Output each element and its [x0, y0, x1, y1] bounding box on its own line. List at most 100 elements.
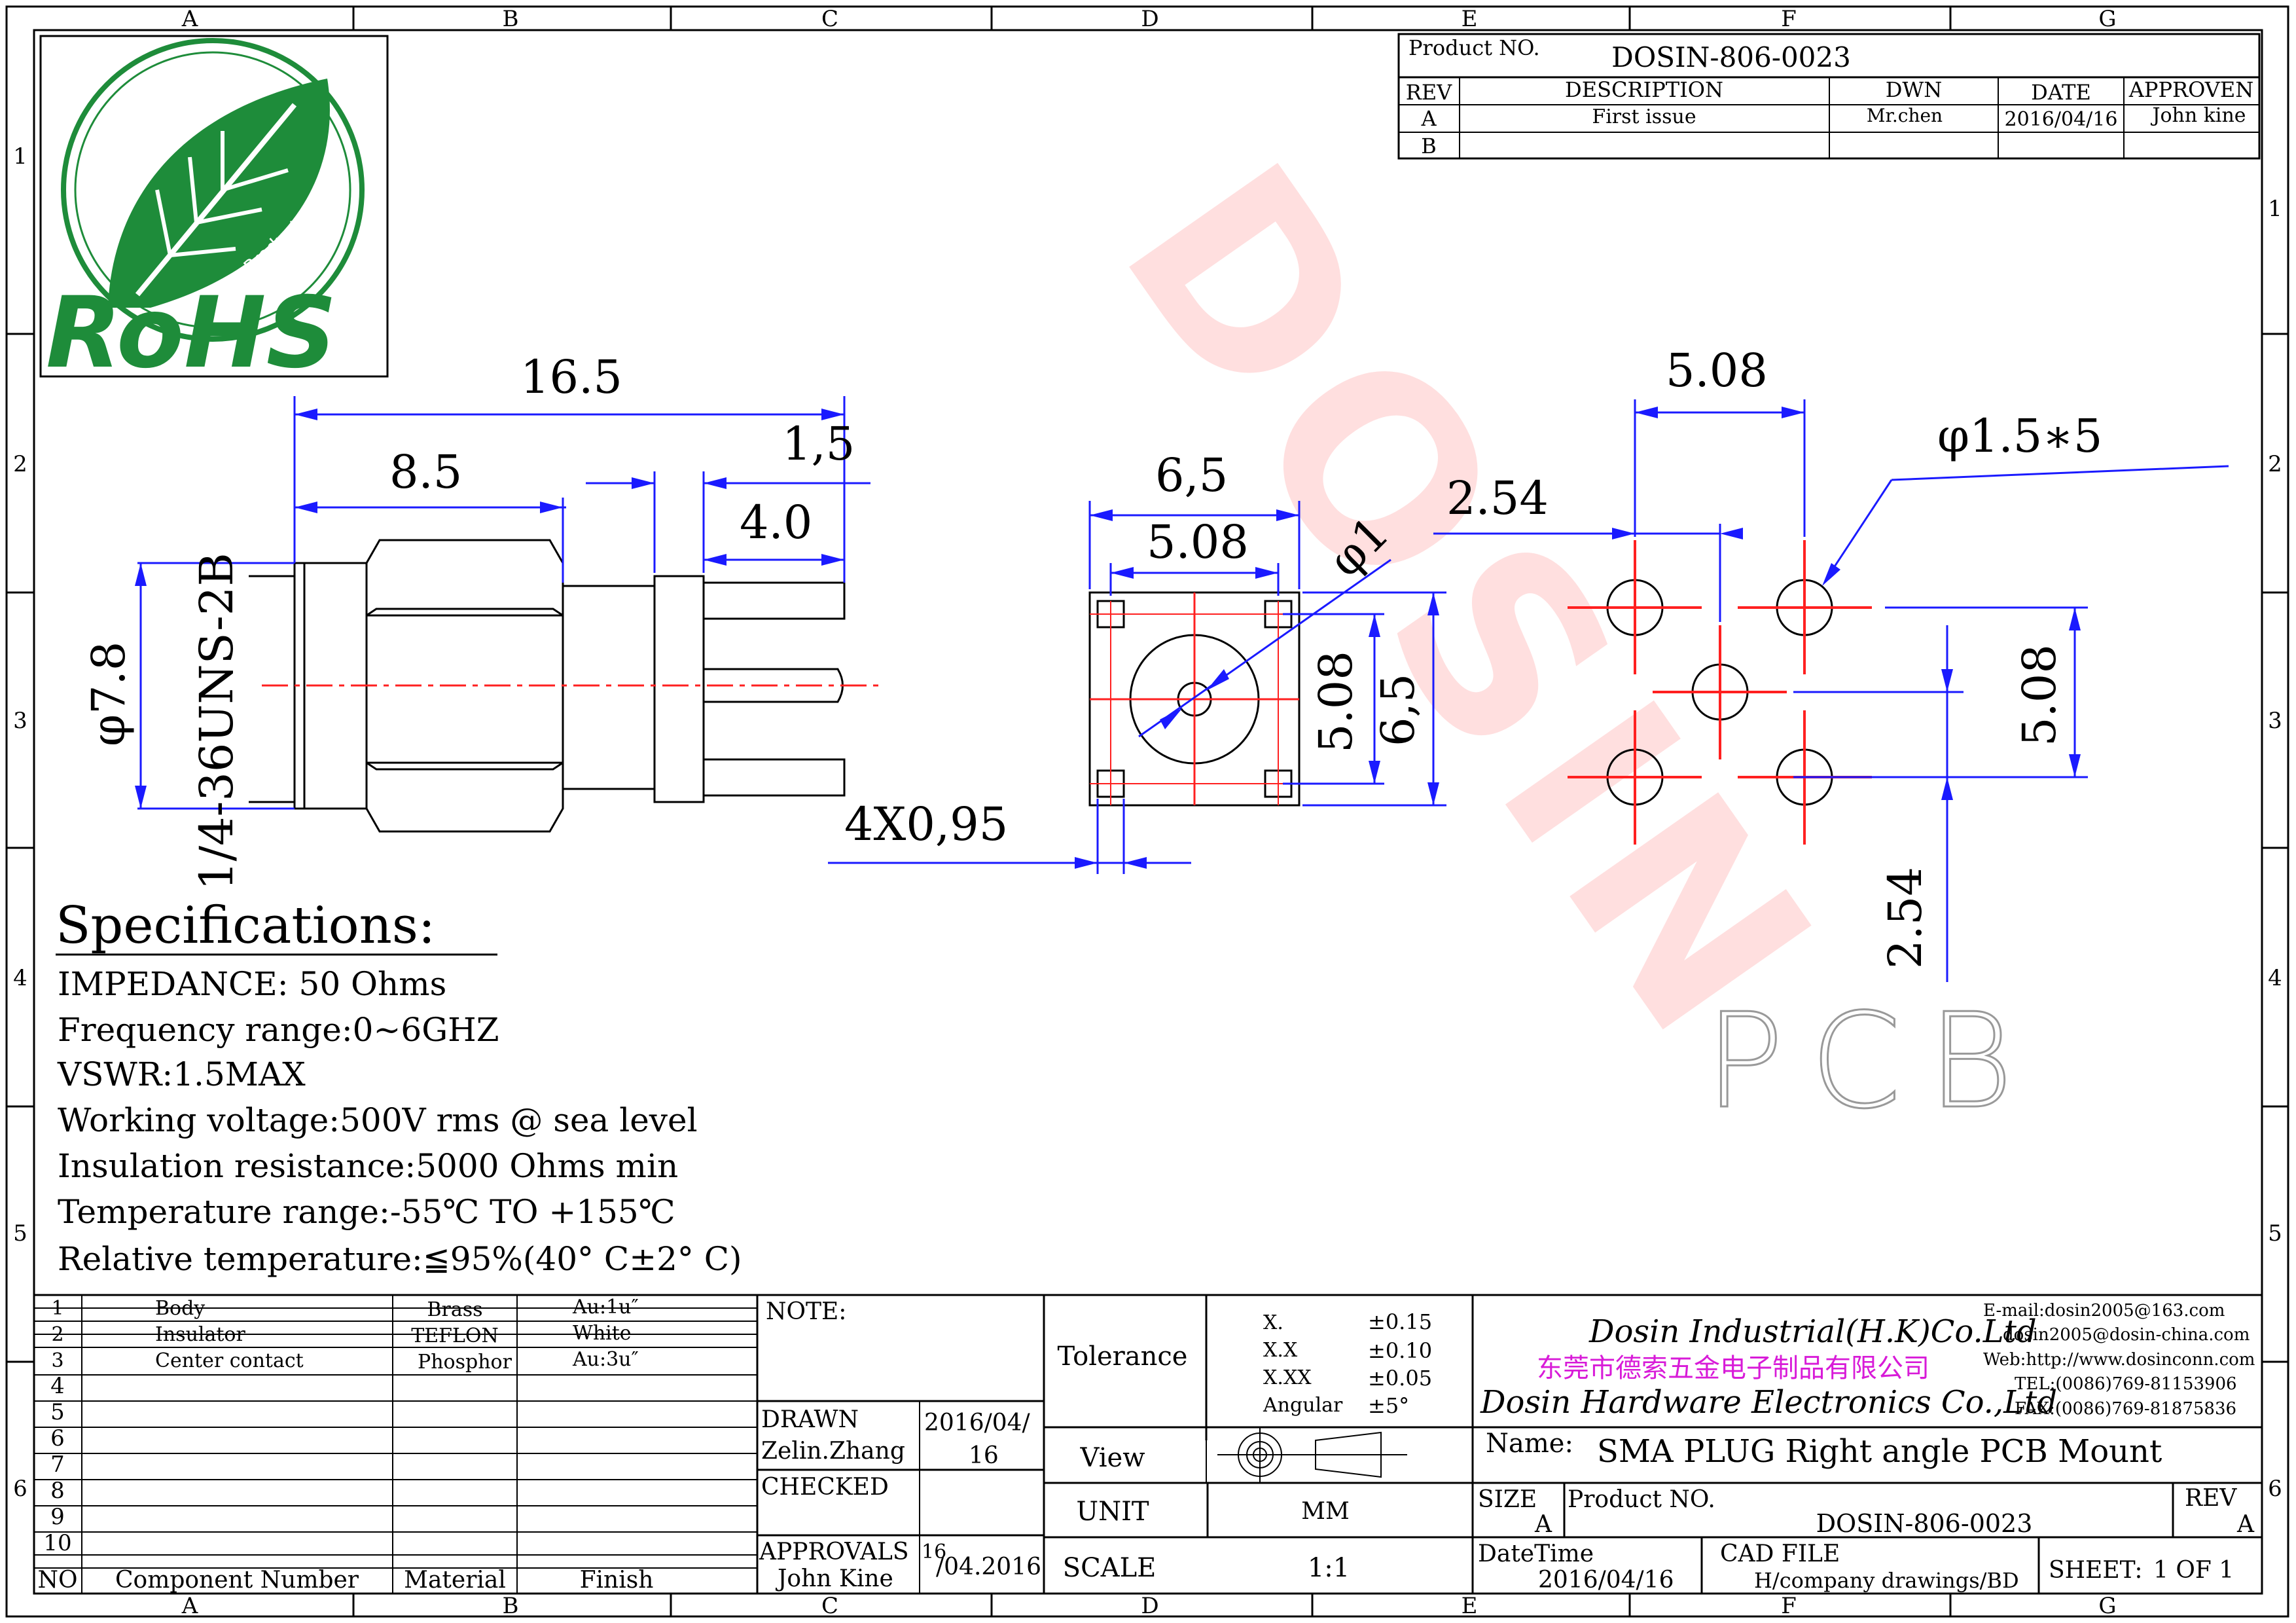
row-label-4-left: 4 — [13, 965, 27, 991]
datetime-value: 2016/04/16 — [1538, 1567, 1674, 1594]
dim-pcb-offset-v: 2.54 — [1878, 867, 1932, 969]
spec-line: Relative temperature:≦95%(40° C±2° C) — [58, 1240, 742, 1278]
dim-pcb-offset-h: 2.54 — [1446, 471, 1549, 525]
header-product-no: DOSIN-806-0023 — [1611, 41, 1851, 73]
scale-label: SCALE — [1063, 1553, 1157, 1583]
bom-row-finish: Au:1u″ — [572, 1296, 639, 1319]
name-label: Name: — [1486, 1429, 1573, 1459]
rev-row-a-dwn: Mr.chen — [1867, 105, 1943, 126]
rev-row-a-description: First issue — [1592, 105, 1696, 128]
tolerance-key: X.X — [1263, 1339, 1298, 1362]
bom-header-no: NO — [37, 1567, 77, 1594]
row-label-1-right: 1 — [2268, 196, 2282, 222]
spec-line: IMPEDANCE: 50 Ohms — [58, 965, 446, 1003]
row-label-6-left: 6 — [13, 1476, 27, 1502]
bom-row-component: Center contact — [155, 1349, 304, 1372]
bom-row-no: 4 — [50, 1373, 65, 1399]
spec-title: Specifications: — [56, 896, 435, 955]
col-label-b-bottom: B — [503, 1593, 519, 1619]
bom-row-no: 9 — [50, 1504, 65, 1530]
row-label-1-left: 1 — [13, 143, 27, 170]
bom-row-finish: Au:3u″ — [572, 1348, 639, 1371]
date-col-header: DATE — [2031, 80, 2091, 105]
specifications: Specifications: IMPEDANCE: 50 Ohms Frequ… — [56, 896, 742, 1278]
contact-email-2: dosin2005@dosin-china.com — [2003, 1325, 2250, 1345]
footer-product-no-label: Product NO. — [1568, 1486, 1715, 1513]
bom-row-no: 5 — [50, 1399, 65, 1425]
bom-table: 1 Body Brass Au:1u″ 2 Insulator TEFLON W… — [33, 1294, 759, 1595]
contact-email: E-mail:dosin2005@163.com — [1983, 1301, 2225, 1321]
col-label-f-top: F — [1781, 6, 1797, 32]
cad-file-value: H/company drawings/BD — [1754, 1568, 2019, 1593]
tolerance-key: X. — [1263, 1311, 1283, 1334]
revision-table: Product NO. DOSIN-806-0023 REV DESCRIPTI… — [1397, 33, 2261, 160]
col-label-c-top: C — [821, 6, 838, 32]
dim-pin-offset: 1,5 — [782, 417, 855, 471]
description-col-header: DESCRIPTION — [1565, 77, 1723, 102]
contact-fax: FAX:(0086)769-81875836 — [2015, 1399, 2236, 1419]
col-label-a-top: A — [181, 6, 198, 32]
company-en-1: Dosin Industrial(H.K)Co.Ltd — [1588, 1313, 2037, 1350]
bom-row-no: 8 — [50, 1478, 65, 1504]
spec-line: VSWR:1.5MAX — [57, 1055, 306, 1093]
size-label: SIZE — [1478, 1486, 1537, 1513]
row-label-5-right: 5 — [2268, 1220, 2282, 1247]
dim-pin-pitch-vertical: 5.08 — [1309, 651, 1363, 753]
company-cn: 东莞市德索五金电子制品有限公司 — [1537, 1353, 1929, 1383]
approvals-date-1: 16 — [922, 1541, 946, 1563]
col-label-e-bottom: E — [1462, 1593, 1478, 1619]
drawn-by: Zelin.Zhang — [761, 1438, 905, 1465]
rev-row-a-date: 2016/04/16 — [2005, 108, 2118, 131]
checked-label: CHECKED — [761, 1474, 889, 1501]
rev-row-b-rev: B — [1421, 134, 1437, 158]
col-label-g-top: G — [2098, 6, 2116, 32]
view-label: View — [1080, 1443, 1145, 1473]
bom-row-finish: White — [573, 1322, 632, 1345]
tolerance-key: Angular — [1263, 1394, 1343, 1417]
row-label-2-left: 2 — [13, 451, 27, 477]
bom-row-material: Brass — [427, 1298, 482, 1321]
sheet-value: 1 OF 1 — [2153, 1557, 2234, 1584]
col-label-c-bottom: C — [821, 1593, 838, 1619]
bom-row-no: 10 — [43, 1530, 71, 1556]
col-label-a-bottom: A — [181, 1593, 198, 1619]
rev-row-a-approven: John kine — [2150, 104, 2246, 127]
spec-line: Temperature range:-55℃ TO +155℃ — [58, 1193, 675, 1231]
dim-thread: 1/4-36UNS-2B — [190, 553, 243, 890]
col-label-f-bottom: F — [1781, 1593, 1797, 1619]
drawn-date-1: 2016/04/ — [924, 1410, 1031, 1436]
bom-row-no: 6 — [50, 1425, 65, 1451]
row-label-5-left: 5 — [13, 1220, 27, 1247]
tolerance-label: Tolerance — [1058, 1341, 1188, 1372]
footer-rev-value: A — [2236, 1511, 2255, 1538]
contact-tel: TEL:(0086)769-81153906 — [2015, 1374, 2237, 1394]
unit-label: UNIT — [1076, 1497, 1149, 1527]
bom-row-no: 3 — [51, 1349, 63, 1372]
pcb-label: PCB — [1705, 985, 2039, 1138]
tolerance-value: ±0.05 — [1368, 1366, 1432, 1391]
dim-pin-size: 4X0,95 — [844, 797, 1008, 851]
col-label-d-bottom: D — [1141, 1593, 1158, 1619]
projection-symbol-icon — [1217, 1427, 1407, 1483]
note-label: NOTE: — [766, 1298, 846, 1325]
row-label-3-right: 3 — [2268, 708, 2282, 734]
col-label-b-top: B — [503, 6, 519, 32]
approvals-by: John Kine — [775, 1565, 893, 1592]
drawn-date-2: 16 — [969, 1442, 999, 1469]
sheet-label: SHEET: — [2049, 1557, 2142, 1584]
footer-product-no: DOSIN-806-0023 — [1816, 1509, 2033, 1538]
approven-col-header: APPROVEN — [2128, 77, 2253, 102]
drawn-label: DRAWN — [761, 1406, 859, 1433]
company-en-2: Dosin Hardware Electronics Co.,Ltd — [1480, 1384, 2057, 1421]
header-product-no-label: Product NO. — [1408, 35, 1540, 60]
bom-row-material: TEFLON — [411, 1324, 499, 1347]
scale-value: 1:1 — [1308, 1553, 1350, 1583]
dim-body-diameter: φ7.8 — [82, 642, 135, 746]
dim-pin-pitch: 5.08 — [1147, 515, 1249, 569]
row-label-4-right: 4 — [2268, 965, 2282, 991]
dim-pcb-pitch: 5.08 — [1666, 344, 1768, 397]
name-value: SMA PLUG Right angle PCB Mount — [1597, 1433, 2162, 1470]
bom-row-no: 2 — [51, 1323, 63, 1346]
bom-header-finish: Finish — [580, 1567, 654, 1594]
